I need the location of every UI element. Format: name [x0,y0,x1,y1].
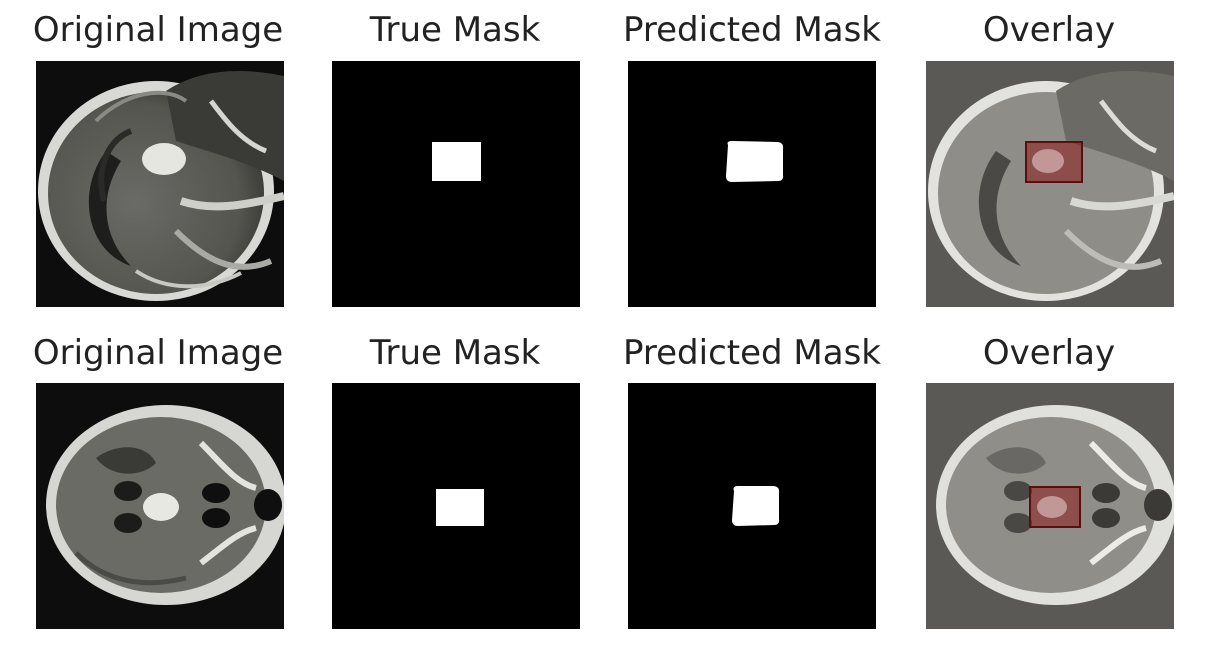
title-overlay-row2: Overlay [982,333,1116,373]
original-image-row1 [36,61,284,307]
title-original-image-row1: Original Image [32,10,284,50]
true-mask-row2 [332,383,580,629]
title-predicted-mask-row1: Predicted Mask [623,10,881,50]
overlay-row2 [926,383,1174,629]
title-true-mask-row1: True Mask [369,10,541,50]
original-image-row2 [36,383,284,629]
title-true-mask-row2: True Mask [369,333,541,373]
true-mask-row1 [332,61,580,307]
predicted-mask-row2 [628,383,876,629]
title-original-image-row2: Original Image [32,333,284,373]
title-overlay-row1: Overlay [982,10,1116,50]
overlay-row1 [926,61,1174,307]
title-predicted-mask-row2: Predicted Mask [623,333,881,373]
predicted-mask-row1 [628,61,876,307]
